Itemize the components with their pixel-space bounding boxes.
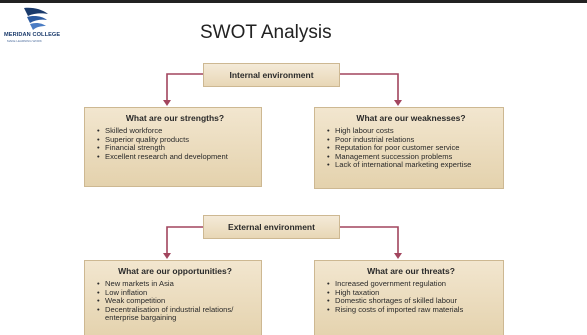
list-item: Domestic shortages of skilled labour	[327, 297, 495, 306]
opportunities-box: What are our opportunities? New markets …	[84, 260, 262, 335]
threats-box: What are our threats? Increased governme…	[314, 260, 504, 335]
internal-environment-header: Internal environment	[203, 63, 340, 87]
weaknesses-list: High labour costs Poor industrial relati…	[327, 126, 495, 170]
list-item: Management succession problems	[327, 152, 495, 162]
strengths-title: What are our strengths?	[125, 113, 225, 123]
opportunities-list: New markets in Asia Low inflation Weak c…	[97, 279, 253, 323]
external-environment-header: External environment	[203, 215, 340, 239]
connector-external-opportunities	[166, 226, 203, 254]
list-item: Financial strength	[97, 144, 253, 153]
arrowhead-weaknesses	[394, 100, 402, 106]
weaknesses-box: What are our weaknesses? High labour cos…	[314, 107, 504, 189]
list-item: Reputation for poor customer service	[327, 144, 495, 153]
list-item: Superior quality products	[97, 135, 253, 145]
slide-title: SWOT Analysis	[200, 22, 332, 43]
connector-internal-strengths	[166, 73, 203, 101]
list-item: Lack of international marketing expertis…	[327, 161, 495, 170]
list-item: Increased government regulation	[327, 279, 495, 289]
list-item: Poor industrial relations	[327, 135, 495, 145]
threats-list: Increased government regulation High tax…	[327, 279, 495, 315]
list-item: High labour costs	[327, 126, 495, 136]
opportunities-title: What are our opportunities?	[118, 266, 232, 276]
list-item: Decentralisation of industrial relations…	[97, 305, 253, 315]
connector-internal-weaknesses	[340, 73, 399, 101]
connector-lines	[163, 73, 402, 259]
arrowhead-strengths	[163, 100, 171, 106]
college-crest-icon	[24, 7, 48, 30]
threats-title: What are our threats?	[367, 266, 455, 276]
arrowhead-threats	[394, 253, 402, 259]
list-item: Weak competition	[97, 297, 253, 306]
college-logo: MERIDAN COLLEGE MAKE LEARNING WORK	[4, 5, 74, 43]
list-item-continuation: enterprise bargaining	[105, 313, 177, 323]
strengths-list: Skilled workforce Superior quality produ…	[97, 126, 253, 162]
arrowhead-opportunities	[163, 253, 171, 259]
strengths-box: What are our strengths? Skilled workforc…	[84, 107, 262, 187]
list-item: Excellent research and development	[97, 152, 253, 162]
list-item: Low inflation	[97, 288, 253, 298]
connector-external-threats	[340, 226, 399, 254]
list-item: Rising costs of imported raw materials	[327, 305, 495, 315]
logo-tagline: MAKE LEARNING WORK	[7, 39, 42, 43]
list-item: New markets in Asia	[97, 279, 253, 289]
list-item: High taxation	[327, 288, 495, 298]
weaknesses-title: What are our weaknesses?	[356, 113, 466, 123]
logo-name: MERIDAN COLLEGE	[4, 32, 61, 38]
list-item: Skilled workforce	[97, 126, 253, 136]
